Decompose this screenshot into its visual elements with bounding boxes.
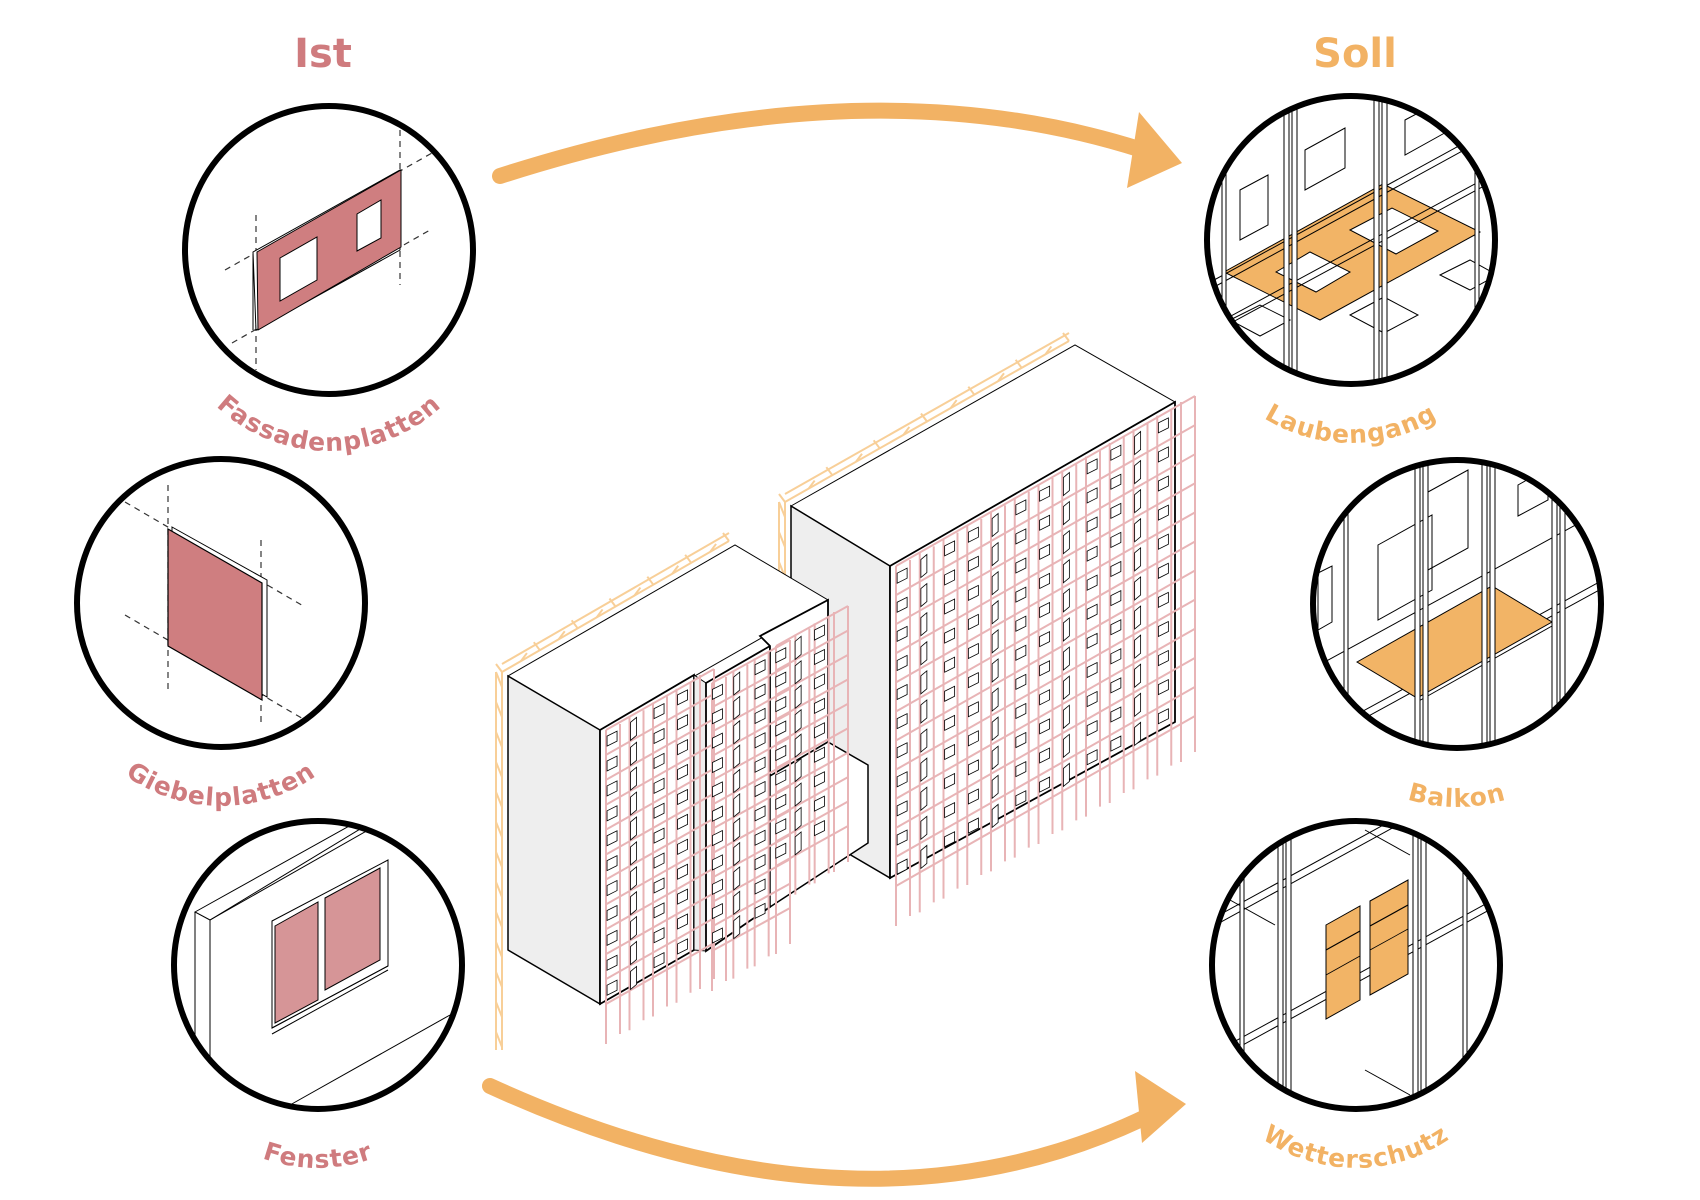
facade-panel-detail: Fassadenplatten bbox=[182, 103, 476, 457]
facade-panel-icon bbox=[224, 130, 456, 370]
scaffold-front bbox=[605, 395, 1196, 1044]
access-gallery-detail: Laubengang bbox=[1204, 93, 1498, 449]
label-fenster: Fenster bbox=[260, 1136, 375, 1174]
ist-heading: Ist bbox=[294, 31, 352, 77]
weather-protection-icon bbox=[1212, 821, 1500, 1109]
balcony-detail: Balkon bbox=[1310, 457, 1604, 813]
bottom-transition-arrow bbox=[482, 1071, 1186, 1187]
weather-protection-detail: Wetterschutz bbox=[1209, 818, 1503, 1174]
gable-panel-detail: Giebelplatten bbox=[74, 456, 368, 812]
label-balkon: Balkon bbox=[1406, 777, 1509, 813]
label-fassadenplatten: Fassadenplatten bbox=[212, 389, 446, 457]
window-detail: Fenster bbox=[171, 818, 465, 1174]
balcony-icon bbox=[1313, 460, 1601, 748]
window-icon bbox=[193, 821, 451, 1106]
access-gallery-icon bbox=[1207, 96, 1495, 384]
soll-heading: Soll bbox=[1313, 31, 1397, 77]
label-giebelplatten: Giebelplatten bbox=[122, 756, 320, 812]
building-isometric bbox=[495, 332, 1196, 1050]
building-windows bbox=[606, 417, 1169, 996]
top-transition-arrow bbox=[492, 102, 1182, 188]
gable-panel-icon bbox=[124, 485, 306, 725]
label-wetterschutz: Wetterschutz bbox=[1258, 1119, 1453, 1174]
label-laubengang: Laubengang bbox=[1261, 398, 1442, 449]
